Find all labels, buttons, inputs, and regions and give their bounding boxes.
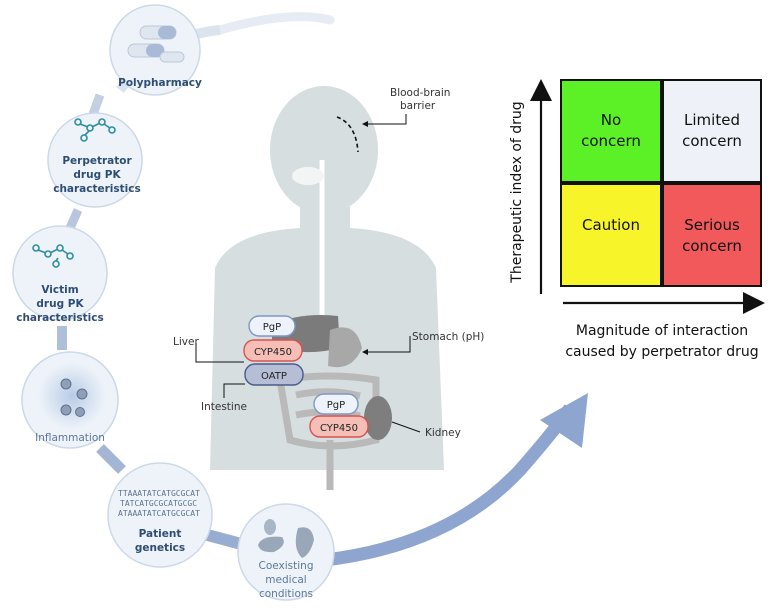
dna-sequence-icon: TTAAATATCATGCGCAT TATCATGCGCATGCGC ATAAA… — [118, 489, 200, 518]
quadrant-no-concern — [560, 79, 662, 183]
cyp450-kidney-badge: CYP450 — [309, 415, 369, 438]
factor-label-perpetrator: drug PK — [73, 169, 121, 181]
pgp-kidney-badge: PgP — [313, 393, 359, 415]
label-no-concern: No — [601, 111, 621, 129]
factor-label-victim: characteristics — [16, 312, 104, 324]
svg-text:TTAAATATCATGCGCAT: TTAAATATCATGCGCAT — [118, 489, 200, 498]
factor-label-perpetrator: characteristics — [53, 183, 141, 195]
svg-text:OATP: OATP — [261, 371, 287, 382]
factor-label-inflammation: Inflammation — [35, 432, 105, 444]
factor-perpetrator: Perpetrator drug PK characteristics — [47, 112, 143, 208]
stomach-annotation: Stomach (pH) — [362, 331, 484, 355]
x-axis-label: caused by perpetrator drug — [565, 344, 758, 360]
factor-inflammation: Inflammation — [21, 351, 119, 449]
svg-text:barrier: barrier — [400, 100, 436, 112]
human-body-illustration — [210, 86, 444, 490]
factor-polypharmacy: Polypharmacy — [109, 4, 202, 96]
x-axis-label: Magnitude of interaction — [576, 323, 748, 339]
cells-icon — [60, 378, 88, 417]
factor-label-polypharmacy: Polypharmacy — [118, 77, 202, 89]
label-limited-concern: Limited — [684, 111, 740, 129]
label-serious-concern: concern — [682, 237, 742, 255]
factor-label-victim: drug PK — [36, 298, 84, 310]
factor-label-perpetrator: Perpetrator — [62, 155, 132, 167]
svg-text:PgP: PgP — [327, 400, 345, 411]
y-axis-label: Therapeutic index of drug — [509, 101, 525, 283]
factor-label-coexisting: medical — [265, 574, 306, 586]
quadrant-limited-concern — [662, 79, 762, 183]
factor-coexisting: Coexisting medical conditions — [237, 503, 335, 601]
svg-text:Intestine: Intestine — [201, 401, 247, 413]
svg-text:Liver: Liver — [173, 336, 199, 348]
bbb-annotation: Blood-brain barrier — [362, 87, 450, 127]
quadrant-caution — [560, 183, 662, 287]
svg-text:PgP: PgP — [263, 322, 281, 333]
factor-label-genetics: genetics — [135, 542, 185, 554]
svg-text:Blood-brain: Blood-brain — [390, 87, 450, 99]
oatp-badge: OATP — [244, 363, 304, 386]
label-no-concern: concern — [581, 132, 641, 150]
intestine-annotation: Intestine — [201, 383, 247, 413]
quadrant-serious-concern — [662, 183, 762, 287]
svg-text:Kidney: Kidney — [425, 427, 461, 439]
risk-matrix: No concern Limited concern Caution Serio… — [509, 79, 765, 360]
label-serious-concern: Serious — [684, 216, 740, 234]
liver-annotation: Liver — [173, 336, 244, 363]
molecule-icon — [74, 118, 116, 142]
factor-label-coexisting: Coexisting — [259, 560, 314, 572]
organs-icon — [258, 519, 314, 558]
pgp-liver-badge: PgP — [248, 315, 296, 337]
label-caution: Caution — [582, 216, 640, 234]
molecule-icon — [32, 244, 74, 268]
label-limited-concern: concern — [682, 132, 742, 150]
kidney-annotation: Kidney — [391, 421, 461, 439]
svg-text:TATCATGCGCATGCGC: TATCATGCGCATGCGC — [120, 499, 197, 508]
factor-victim: Victim drug PK characteristics — [12, 225, 108, 324]
bbb-marker — [336, 116, 359, 153]
svg-text:CYP450: CYP450 — [254, 347, 292, 358]
svg-text:ATAAATATCATGCGCAT: ATAAATATCATGCGCAT — [118, 509, 200, 518]
svg-text:Stomach (pH): Stomach (pH) — [412, 331, 484, 343]
factor-label-genetics: Patient — [139, 528, 182, 540]
factor-label-coexisting: conditions — [259, 588, 313, 600]
factor-genetics: TTAAATATCATGCGCAT TATCATGCGCATGCGC ATAAA… — [107, 462, 213, 568]
factor-label-victim: Victim — [41, 284, 78, 296]
pill-capsules-icon — [127, 25, 185, 63]
cyp450-liver-badge: CYP450 — [243, 339, 303, 362]
svg-text:CYP450: CYP450 — [320, 423, 358, 434]
